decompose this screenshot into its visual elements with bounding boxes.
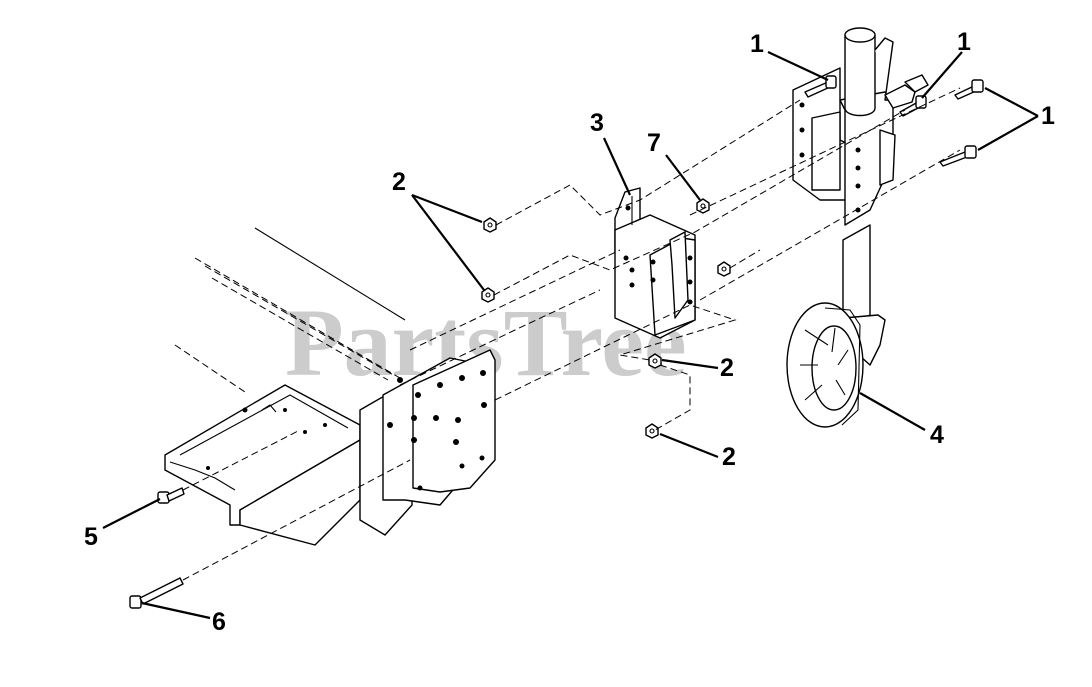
callout-1: 1: [750, 30, 764, 58]
jack-stand: [786, 27, 929, 428]
bolt-item-1d: [939, 145, 977, 167]
callout-6: 6: [212, 608, 226, 636]
bolt-item-1c: [954, 79, 984, 100]
nut-item-2a: [483, 217, 497, 233]
callout-3: 3: [590, 109, 604, 137]
nut-item-7: [696, 198, 710, 214]
callout-4: 4: [930, 421, 944, 449]
callout-1: 1: [957, 28, 971, 56]
callout-2: 2: [722, 443, 736, 471]
nut-item-2c: [648, 353, 662, 369]
hardware: [129, 75, 984, 609]
bolt-item-1a: [804, 75, 837, 98]
callout-2: 2: [392, 168, 406, 196]
nut-item-2e: [717, 261, 731, 277]
callout-7: 7: [647, 129, 661, 157]
frame-end-plate: [359, 349, 496, 536]
leader-lines: [102, 51, 1039, 620]
assembly-lines: [182, 87, 961, 581]
nut-item-2d: [645, 423, 659, 439]
nut-item-2b: [481, 287, 495, 303]
frame-guide-lines: [174, 227, 406, 393]
bolt-item-6: [129, 577, 184, 609]
mounting-bracket: [614, 187, 696, 339]
callout-5: 5: [84, 523, 98, 551]
callouts: 1 1 1 2 2 2 3 4 5 6 7: [84, 28, 1055, 636]
deck-frame: [164, 384, 361, 546]
callout-2: 2: [720, 354, 734, 382]
bolt-item-5: [157, 487, 185, 504]
callout-1: 1: [1041, 102, 1055, 130]
